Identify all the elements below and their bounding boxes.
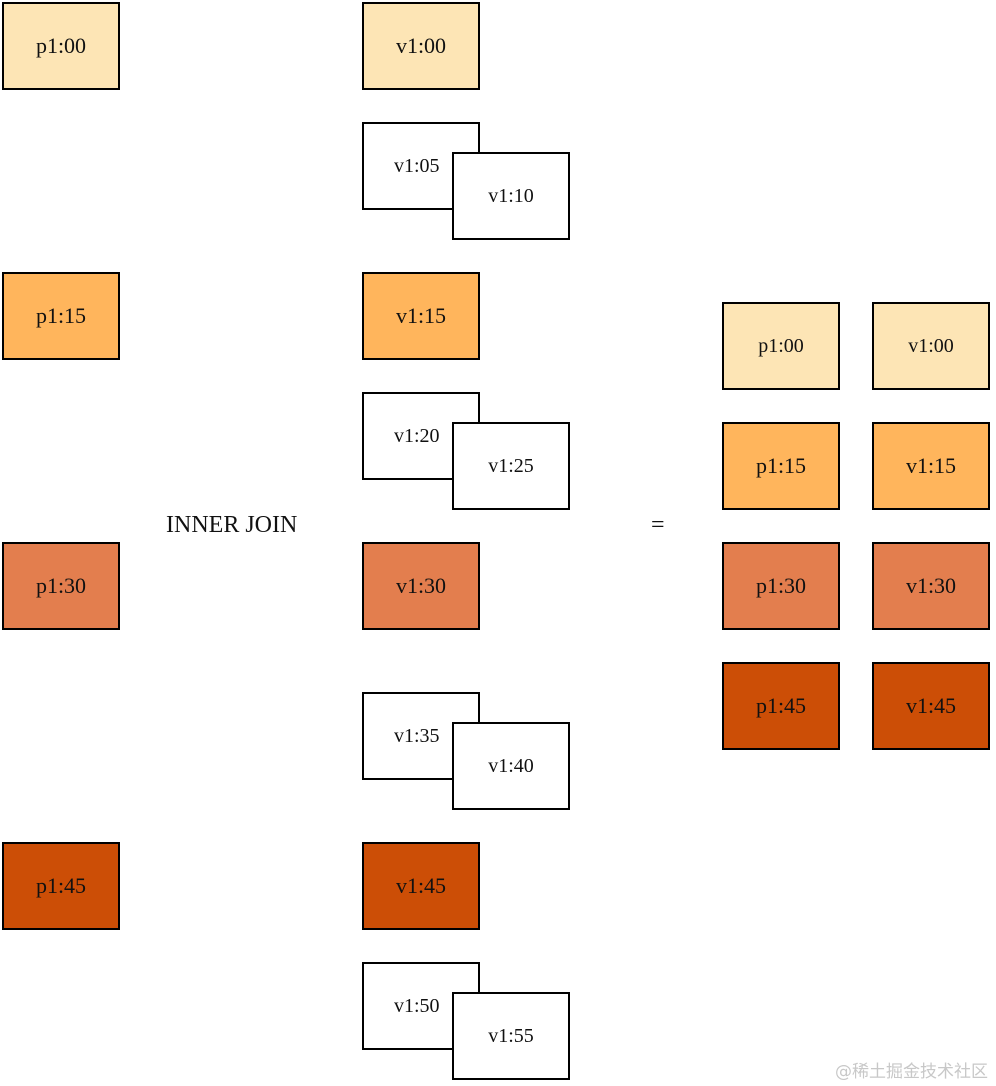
join-operator-label: INNER JOIN <box>166 512 298 538</box>
result-left-box-0: p1:00 <box>722 302 840 390</box>
middle-matched-box-0: v1:00 <box>362 2 480 90</box>
result-left-box-1: p1:15 <box>722 422 840 510</box>
middle-matched-box-3: v1:45 <box>362 842 480 930</box>
result-right-box-1: v1:15 <box>872 422 990 510</box>
equals-sign: = <box>651 512 665 538</box>
middle-unmatched-front-3: v1:55 <box>452 992 570 1080</box>
middle-unmatched-front-1: v1:25 <box>452 422 570 510</box>
left-box-3: p1:45 <box>2 842 120 930</box>
middle-matched-box-2: v1:30 <box>362 542 480 630</box>
result-right-box-0: v1:00 <box>872 302 990 390</box>
left-box-2: p1:30 <box>2 542 120 630</box>
middle-matched-box-1: v1:15 <box>362 272 480 360</box>
left-box-0: p1:00 <box>2 2 120 90</box>
left-box-1: p1:15 <box>2 272 120 360</box>
result-right-box-3: v1:45 <box>872 662 990 750</box>
watermark: @稀土掘金技术社区 <box>835 1062 988 1082</box>
result-left-box-2: p1:30 <box>722 542 840 630</box>
result-left-box-3: p1:45 <box>722 662 840 750</box>
middle-unmatched-front-2: v1:40 <box>452 722 570 810</box>
result-right-box-2: v1:30 <box>872 542 990 630</box>
middle-unmatched-front-0: v1:10 <box>452 152 570 240</box>
